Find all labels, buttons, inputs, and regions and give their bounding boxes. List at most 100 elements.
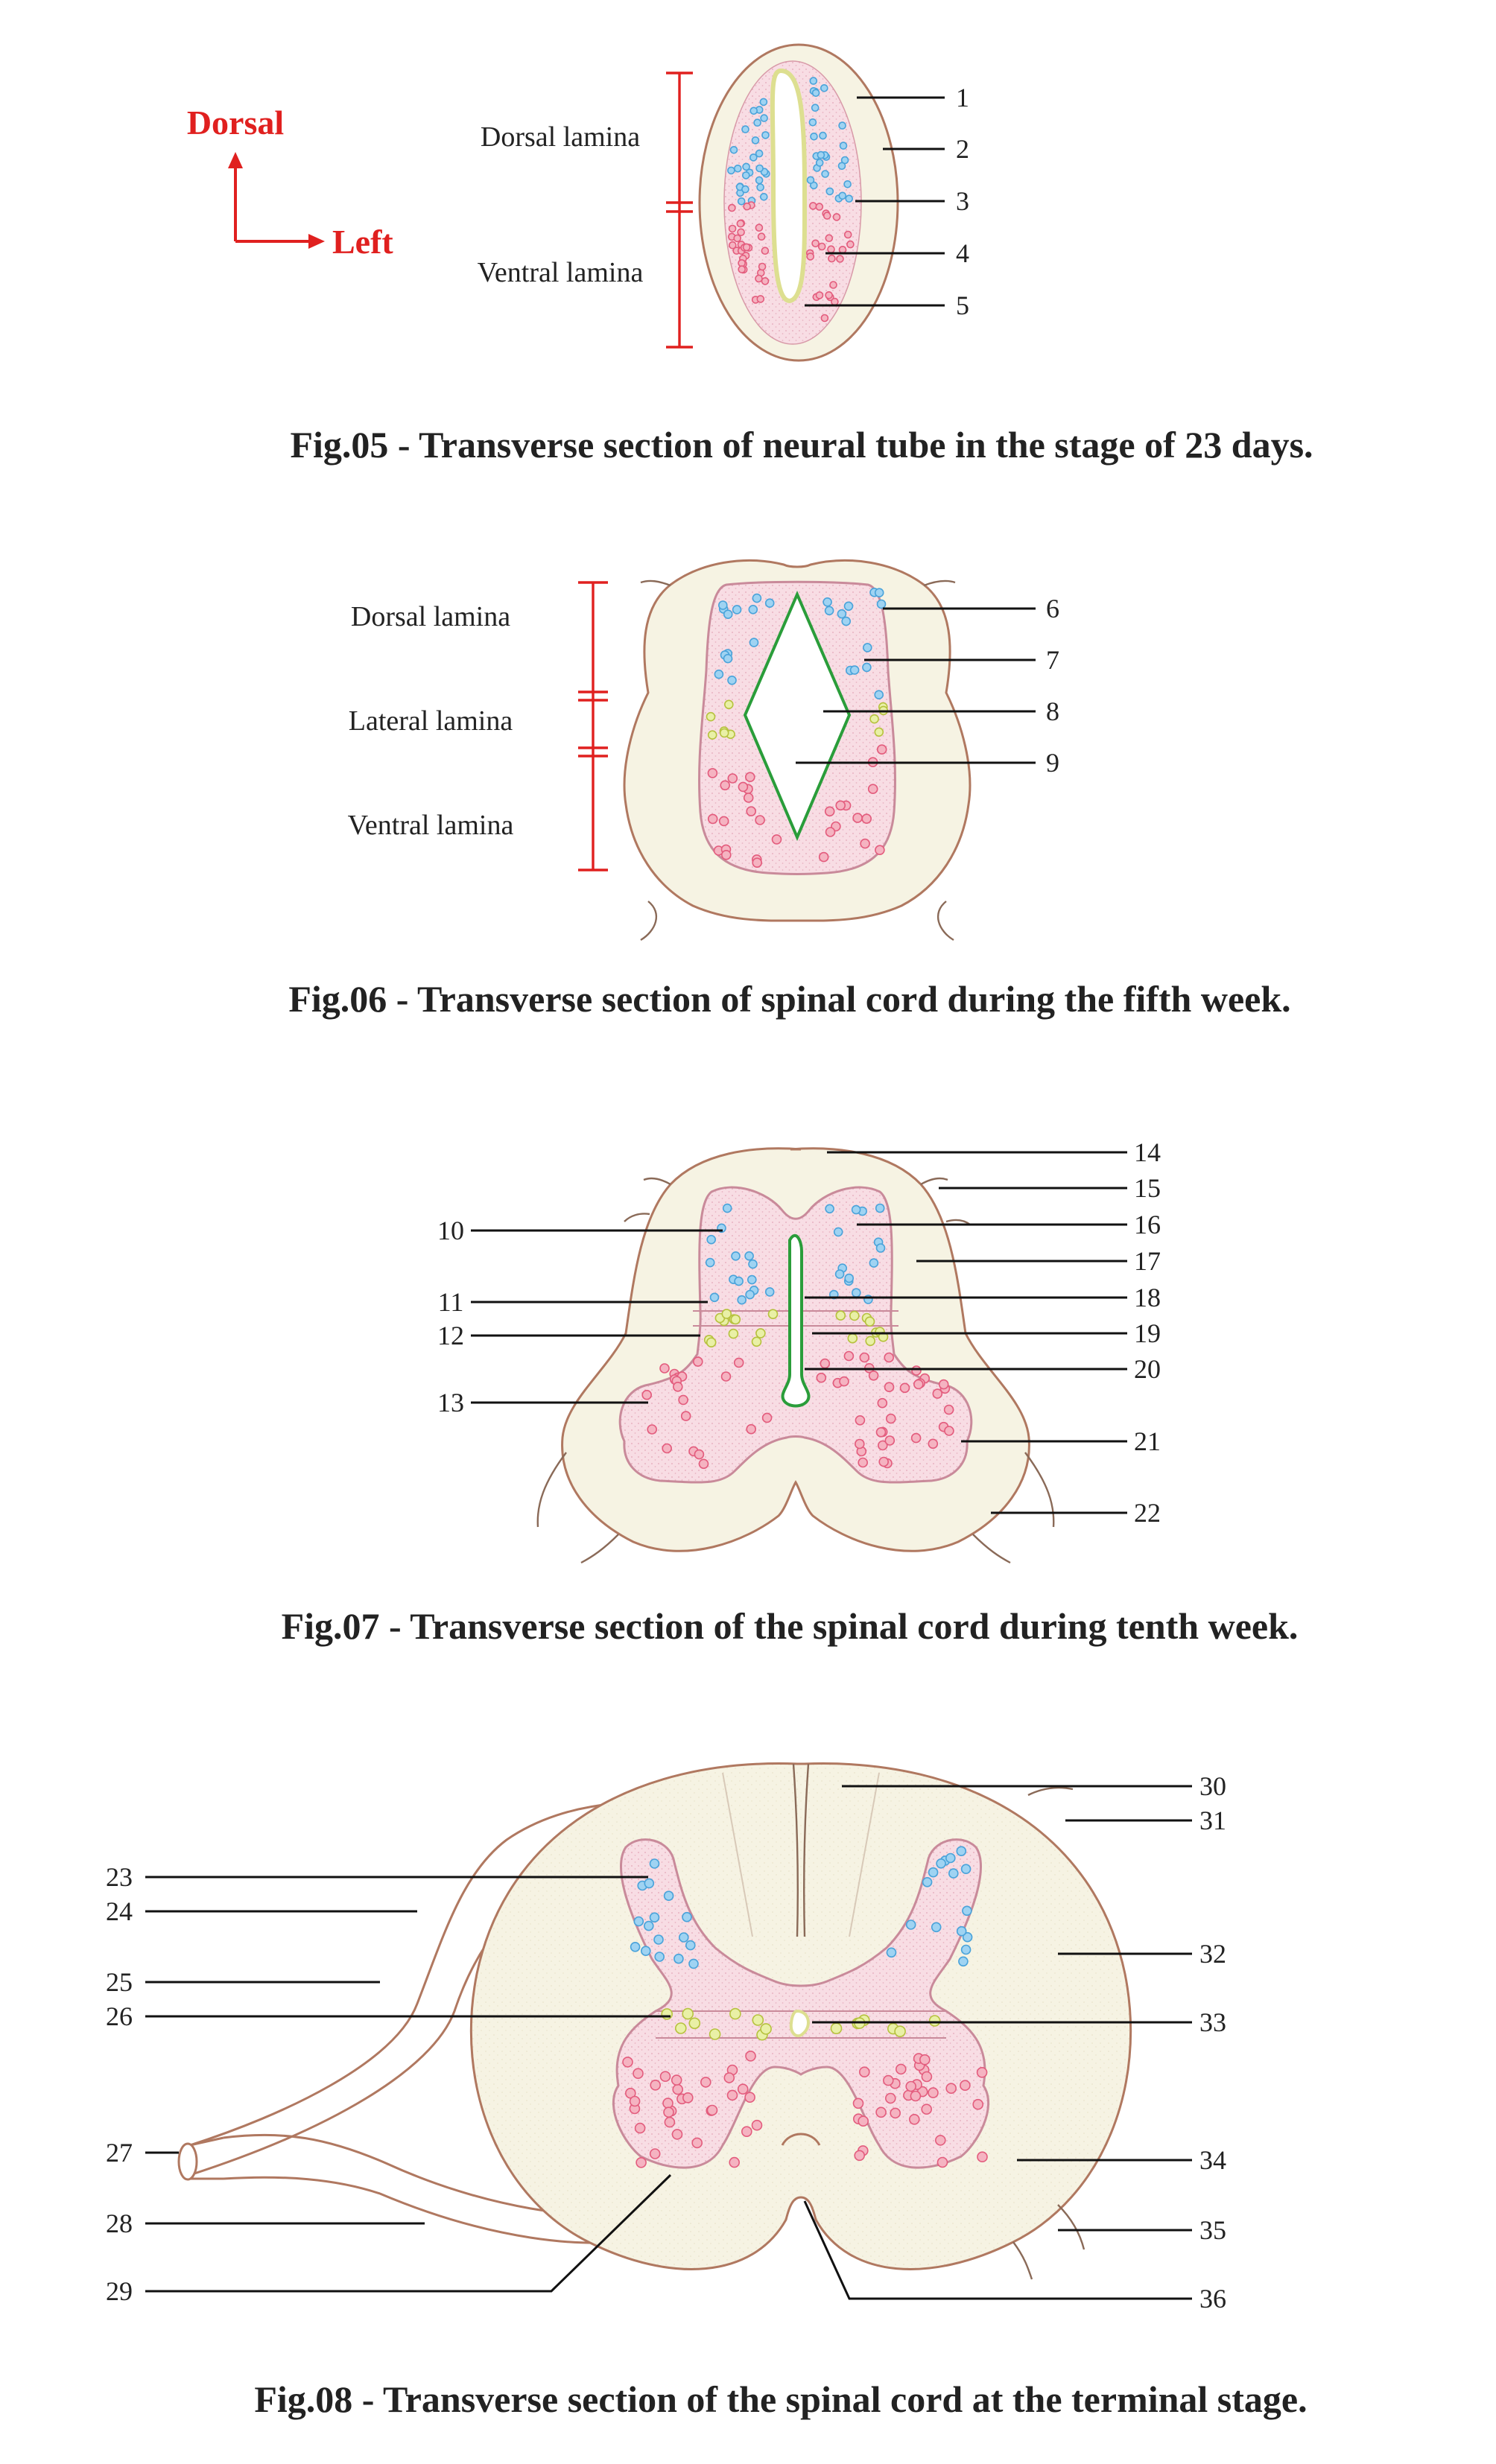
cell-dot [855, 1438, 865, 1449]
cell-dot [649, 1858, 660, 1869]
cell-dot [910, 2090, 922, 2102]
label-36: 36 [1199, 2284, 1226, 2314]
cell-dot [726, 2089, 738, 2101]
cell-dot [738, 265, 747, 273]
cell-dot [730, 1314, 741, 1325]
cell-dot [858, 2115, 869, 2127]
cell-dot [843, 601, 854, 612]
cell-dot [749, 638, 759, 647]
cell-dot [806, 253, 814, 261]
label-29: 29 [106, 2276, 133, 2306]
cell-dot [956, 1925, 967, 1937]
cell-dot [629, 2095, 641, 2107]
cell-dot [824, 806, 835, 817]
fig08-spinal-nerve-end [177, 2142, 198, 2181]
cell-dot [747, 1274, 757, 1285]
cell-dot [843, 180, 852, 188]
cell-dot [846, 240, 855, 249]
cell-dot [755, 815, 765, 825]
cell-dot [723, 653, 733, 664]
label-18: 18 [1134, 1283, 1161, 1312]
cell-dot [731, 1251, 741, 1261]
cell-dot [755, 149, 764, 158]
cell-dot [838, 245, 847, 254]
cell-dot [839, 142, 848, 150]
fig06-lamina-dorsal: Dorsal lamina [351, 601, 510, 632]
cell-dot [845, 194, 853, 203]
cell-dot [910, 1432, 922, 1444]
label-7: 7 [1046, 645, 1059, 675]
cell-dot [875, 845, 885, 855]
cell-dot [838, 191, 847, 200]
cell-dot [649, 2148, 661, 2159]
cell-dot [688, 1958, 699, 1969]
label-28: 28 [106, 2209, 133, 2238]
fig08-cord [469, 1762, 1132, 2280]
cell-dot [843, 1350, 855, 1362]
cell-dot [972, 2098, 983, 2110]
cell-dot [744, 772, 755, 782]
fig06-lamina-brackets [578, 581, 608, 871]
cell-dot [729, 2156, 741, 2168]
cell-dot [878, 1456, 889, 1467]
cell-dot [851, 1204, 861, 1215]
cell-dot [815, 159, 824, 167]
cell-dot [922, 1877, 933, 1887]
cell-dot [823, 212, 831, 220]
cell-dot [722, 1203, 732, 1213]
cell-dot [834, 1269, 845, 1279]
cell-dot [837, 609, 847, 619]
cell-dot [960, 2080, 971, 2091]
cell-dot [976, 2067, 988, 2078]
cell-dot [663, 1890, 674, 1901]
cell-dot [706, 2104, 718, 2116]
fig08-spinal-cord-terminal-stage: 30 31 32 33 34 35 36 23 24 25 26 27 28 2… [106, 1762, 1308, 2420]
cell-dot [761, 277, 770, 285]
cell-dot [869, 1258, 879, 1268]
label-21: 21 [1134, 1426, 1161, 1456]
cell-dot [854, 2150, 865, 2162]
cell-dot [767, 1309, 779, 1319]
cell-dot [744, 2092, 755, 2103]
cell-dot [727, 773, 738, 784]
cell-dot [945, 2083, 957, 2094]
cell-dot [886, 1947, 897, 1958]
cell-dot [738, 781, 749, 793]
cell-dot [755, 164, 764, 173]
fig06-cells [706, 587, 889, 868]
cell-dot [720, 1371, 732, 1382]
fig05-tube [698, 43, 899, 362]
cell-dot [752, 593, 762, 603]
cell-dot [761, 131, 770, 139]
cell-dot [723, 699, 734, 710]
label-25: 25 [106, 1967, 133, 1997]
cell-dot [864, 1316, 875, 1327]
cell-dot [671, 2074, 682, 2086]
cell-dot [833, 1227, 843, 1237]
fig06-number-labels: 6 7 8 9 [1046, 594, 1059, 778]
cell-dot [936, 1858, 946, 1869]
cell-dot [815, 203, 824, 211]
cell-dot [839, 1376, 849, 1387]
cell-dot [759, 98, 768, 107]
cell-dot [877, 1397, 888, 1409]
cell-dot [741, 171, 750, 180]
label-11: 11 [438, 1287, 464, 1317]
cell-dot [641, 1389, 653, 1400]
cell-dot [742, 243, 751, 252]
cell-dot [862, 662, 872, 673]
cell-dot [977, 2151, 988, 2162]
label-4: 4 [956, 238, 969, 268]
cell-dot [760, 2023, 772, 2035]
cell-dot [671, 2129, 683, 2140]
cell-dot [825, 1204, 834, 1214]
cell-dot [720, 850, 732, 860]
cell-dot [820, 1358, 831, 1369]
label-8: 8 [1046, 696, 1059, 726]
cell-dot [825, 827, 836, 837]
cell-dot [896, 2063, 907, 2075]
cell-dot [723, 609, 733, 620]
cell-dot [756, 295, 765, 303]
cell-dot [728, 203, 736, 212]
fig05-neural-tube: Dorsal lamina Ventral lamina 1 2 3 4 5 F… [290, 43, 1313, 466]
